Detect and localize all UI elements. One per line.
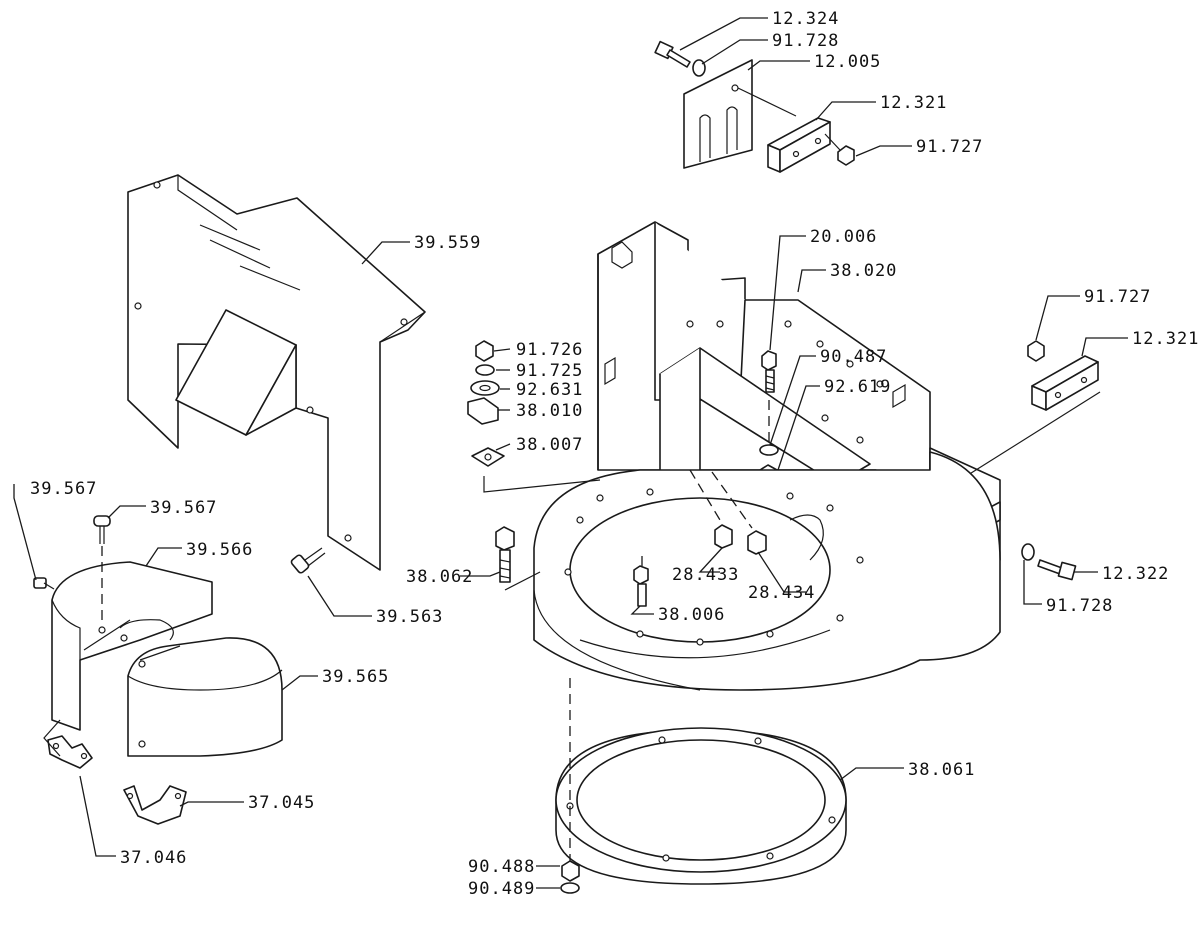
part-number-labels: 12.324 91.728 12.005 12.321 91.727 39.55…	[30, 9, 1199, 899]
washer-91-725	[475, 364, 495, 376]
block-12-321-right	[1031, 355, 1099, 411]
fitting-28-434	[747, 530, 767, 555]
bolt-38-006	[633, 565, 649, 607]
label-20-006: 20.006	[810, 227, 877, 247]
cover-39-559	[127, 174, 426, 571]
weight-39-565	[127, 637, 283, 757]
label-39-565: 39.565	[322, 667, 389, 687]
nut-90-488	[561, 860, 580, 882]
label-12-321-top: 12.321	[880, 93, 947, 113]
label-12-321-right: 12.321	[1132, 329, 1199, 349]
label-12-005: 12.005	[814, 52, 881, 72]
label-91-728-right: 91.728	[1046, 596, 1113, 616]
clip-37-046	[47, 735, 93, 769]
bolt-12-322	[1037, 559, 1077, 581]
block-12-321-top	[767, 117, 831, 173]
label-28-434: 28.434	[748, 583, 815, 603]
label-37-046: 37.046	[120, 848, 187, 868]
label-38-010: 38.010	[516, 401, 583, 421]
bolt-20-006	[761, 350, 777, 393]
plate-12-005	[683, 59, 753, 169]
washer-90-487	[759, 444, 779, 456]
fitting-28-433	[714, 524, 733, 549]
top-bracket-assembly	[654, 40, 855, 173]
label-91-728-top: 91.728	[772, 31, 839, 51]
weight-39-566	[51, 561, 213, 731]
nut-91-726	[475, 340, 494, 362]
label-39-566: 39.566	[186, 540, 253, 560]
label-28-433: 28.433	[672, 565, 739, 585]
small-parts-stack	[467, 340, 505, 467]
label-90-489: 90.489	[468, 879, 535, 899]
label-38-062: 38.062	[406, 567, 473, 587]
label-39-559: 39.559	[414, 233, 481, 253]
bolt-38-062	[495, 526, 515, 583]
leader-lines	[13, 17, 1128, 889]
label-92-631: 92.631	[516, 380, 583, 400]
label-91-725: 91.725	[516, 361, 583, 381]
label-91-726: 91.726	[516, 340, 583, 360]
clip-37-045	[123, 785, 187, 825]
label-90-488: 90.488	[468, 857, 535, 877]
nut-91-727-right	[1027, 340, 1045, 362]
label-39-567-mid: 39.567	[150, 498, 217, 518]
screw-39-567-left	[33, 577, 55, 590]
label-12-324-top: 12.324	[772, 9, 839, 29]
label-37-045: 37.045	[248, 793, 315, 813]
label-92-619: 92.619	[824, 377, 891, 397]
label-38-020: 38.020	[830, 261, 897, 281]
ring-38-061	[555, 727, 847, 885]
label-38-006: 38.006	[658, 605, 725, 625]
screw-39-563	[290, 547, 326, 574]
clip-38-010	[467, 397, 499, 425]
label-91-727-right: 91.727	[1084, 287, 1151, 307]
bolt-12-324	[654, 40, 691, 68]
nut-91-727-top	[837, 145, 855, 166]
label-12-322: 12.322	[1102, 564, 1169, 584]
label-38-007: 38.007	[516, 435, 583, 455]
washer-90-489	[560, 882, 580, 894]
label-90-487: 90.487	[820, 347, 887, 367]
label-39-563: 39.563	[376, 607, 443, 627]
washer-91-728-right	[1021, 543, 1035, 561]
label-39-567-left: 39.567	[30, 479, 97, 499]
base-plate	[533, 451, 1001, 691]
screw-39-567-mid	[93, 515, 111, 544]
label-91-727-top: 91.727	[916, 137, 983, 157]
washer-91-728-top	[692, 59, 706, 77]
label-38-061: 38.061	[908, 760, 975, 780]
